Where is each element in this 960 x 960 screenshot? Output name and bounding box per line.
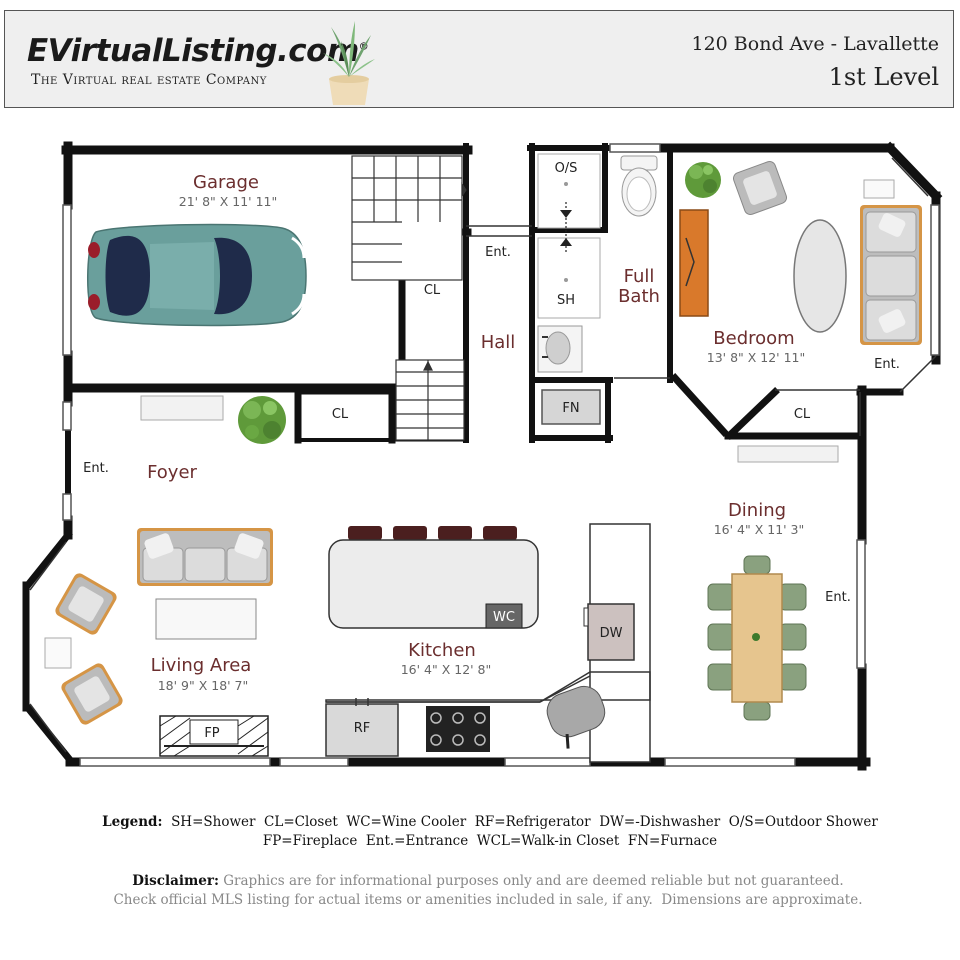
- room-label-garage: Garage: [193, 172, 259, 193]
- windows: [62, 143, 940, 767]
- dresser: [679, 209, 709, 317]
- room-label-hall: Hall: [481, 332, 516, 353]
- sink-icon: [537, 325, 583, 373]
- room-label-foyer: Foyer: [147, 462, 197, 483]
- wine-cooler-label: WC: [493, 610, 515, 625]
- closet-label-foyer: CL: [332, 407, 349, 422]
- header-banner: EVirtualListing.com® The Virtual real es…: [4, 10, 954, 108]
- foyer-plant-icon: [238, 396, 286, 444]
- legend-text-1: SH=Shower CL=Closet WC=Wine Cooler RF=Re…: [171, 814, 878, 830]
- side-table: [44, 637, 72, 669]
- furnace: [541, 389, 601, 425]
- entrance-label-bedroom: Ent.: [874, 357, 900, 372]
- furnace-label: FN: [562, 401, 579, 416]
- coffee-table: [155, 598, 257, 640]
- bedroom-bay-windows: [29, 157, 937, 753]
- room-label-living: Living Area: [151, 655, 252, 676]
- room-label-full-bath-1: Full: [624, 266, 655, 287]
- room-dims-living: 18' 9" X 18' 7": [158, 678, 249, 693]
- room-dims-garage: 21' 8" X 11' 11": [179, 194, 278, 209]
- stairs-upper: [351, 155, 467, 281]
- disclaimer-text-1: Graphics are for informational purposes …: [223, 873, 844, 889]
- room-label-kitchen: Kitchen: [408, 640, 476, 661]
- bedroom-plant-icon: [685, 162, 721, 198]
- refrigerator-label: RF: [354, 721, 371, 736]
- room-label-full-bath-2: Bath: [618, 286, 660, 307]
- toilet-icon: [620, 155, 658, 217]
- fireplace: [159, 715, 269, 757]
- company-tagline: The Virtual real estate Company: [31, 72, 267, 88]
- living-sofa-icon: [137, 528, 273, 586]
- room-dims-dining: 16' 4" X 11' 3": [714, 522, 805, 537]
- disclaimer-title: Disclaimer:: [132, 873, 219, 889]
- logo-text: EVirtualListing.com: [27, 33, 359, 69]
- shower-icon: [537, 153, 601, 319]
- potted-plant-icon: [323, 21, 375, 105]
- stairs-lower: [395, 359, 465, 441]
- fireplace-label: FP: [204, 726, 219, 741]
- entrance-label-dining: Ent.: [825, 590, 851, 605]
- disclaimer: Disclaimer: Graphics are for information…: [0, 872, 960, 910]
- room-dims-kitchen: 16' 4" X 12' 8": [401, 662, 492, 677]
- bar-stools: [348, 526, 517, 540]
- legend-line-2: FP=Fireplace Ent.=Entrance WCL=Walk-in C…: [0, 832, 960, 851]
- disclaimer-line-1: Disclaimer: Graphics are for information…: [0, 872, 960, 891]
- entrance-label-foyer: Ent.: [83, 461, 109, 476]
- room-label-dining: Dining: [728, 500, 786, 521]
- refrigerator: [325, 703, 399, 757]
- floor-level: 1st Level: [828, 63, 939, 91]
- disclaimer-text-2: Check official MLS listing for actual it…: [113, 892, 863, 908]
- dining-buffet: [737, 445, 839, 463]
- dining-chairs: [707, 555, 807, 721]
- bedroom-armchair-icon: [732, 160, 788, 216]
- room-dims-bedroom: 13' 8" X 12' 11": [707, 350, 806, 365]
- company-logo[interactable]: EVirtualListing.com®: [27, 33, 369, 69]
- kitchen-sink-icon: [546, 685, 606, 749]
- living-armchair-top-icon: [55, 573, 117, 635]
- bedroom-sofa-icon: [860, 205, 922, 345]
- dining-table: [731, 573, 783, 703]
- legend-title: Legend:: [102, 814, 163, 830]
- dishwasher-label: DW: [600, 626, 623, 641]
- bedroom-rug: [793, 219, 847, 333]
- wine-cooler: [485, 603, 523, 629]
- property-address: 120 Bond Ave - Lavallette: [691, 33, 940, 55]
- table-centerpiece-icon: [752, 633, 760, 641]
- entrance-label-hall: Ent.: [485, 245, 511, 260]
- room-label-bedroom: Bedroom: [713, 328, 794, 349]
- legend-line-1: Legend: SH=Shower CL=Closet WC=Wine Cool…: [0, 813, 960, 832]
- disclaimer-line-2: Check official MLS listing for actual it…: [0, 891, 960, 910]
- living-armchair-bottom-icon: [61, 663, 123, 725]
- outdoor-shower-label: O/S: [555, 161, 578, 176]
- dishwasher: [587, 603, 635, 661]
- stove-icon: [426, 706, 490, 752]
- shower-label: SH: [557, 293, 575, 308]
- legend-text-2: FP=Fireplace Ent.=Entrance WCL=Walk-in C…: [262, 833, 718, 849]
- car-icon: [87, 223, 307, 327]
- bedroom-nightstand: [863, 179, 895, 199]
- closet-label-bedroom: CL: [794, 407, 811, 422]
- foyer-bench: [140, 395, 224, 421]
- closet-label-garage-stairs: CL: [424, 283, 441, 298]
- legend: Legend: SH=Shower CL=Closet WC=Wine Cool…: [0, 813, 960, 851]
